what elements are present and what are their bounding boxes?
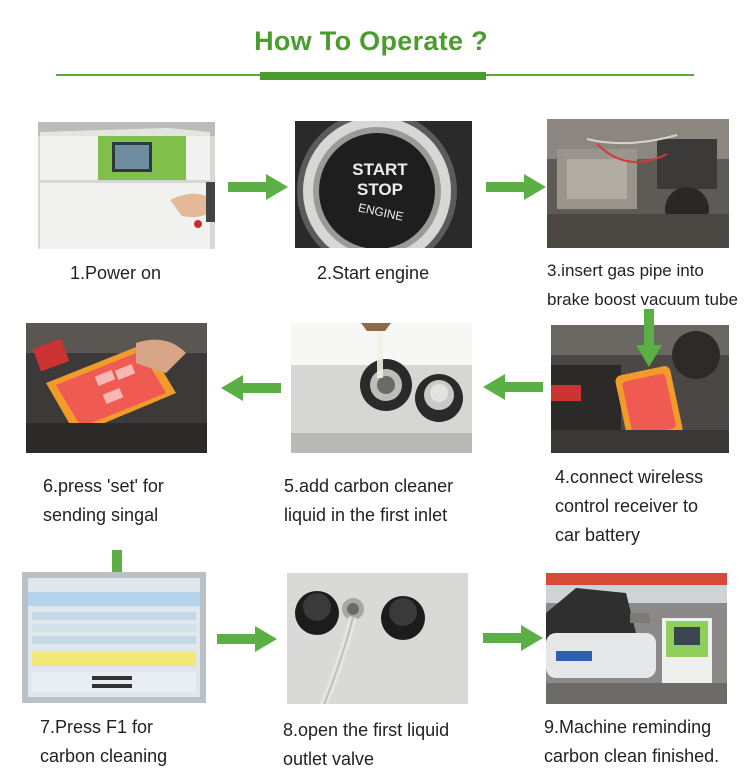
- step-caption: 9.Machine reminding carbon clean finishe…: [544, 717, 720, 766]
- photo-liquid-inlet: [291, 323, 472, 453]
- step-caption: 6.press 'set' for sending singal: [43, 476, 164, 525]
- arrow-right-icon: [486, 174, 546, 200]
- photo-power-on: [38, 122, 215, 249]
- step-caption: 8.open the first liquid outlet valve: [283, 720, 450, 769]
- step-caption: 4.connect wireless control receiver to c…: [555, 467, 704, 545]
- step-caption: 5.add carbon cleaner liquid in the first…: [284, 476, 454, 525]
- arrow-right-icon: [217, 626, 277, 652]
- arrow-right-icon: [228, 174, 288, 200]
- step-caption: 2.Start engine: [317, 263, 430, 283]
- photo-control-screen: [22, 572, 206, 703]
- button-start-text: START: [352, 160, 408, 179]
- arrow-left-icon: [483, 374, 543, 400]
- step-caption: 7.Press F1 for carbon cleaning: [40, 717, 168, 766]
- photo-outlet-valve: [287, 573, 468, 704]
- step-caption: 3.insert gas pipe into brake boost vacuu…: [547, 261, 738, 309]
- photo-remote: [26, 323, 207, 453]
- photo-start-engine: START STOP ENGINE: [295, 121, 472, 248]
- photo-car-finished: [546, 573, 727, 704]
- page-title: How To Operate ?: [254, 26, 488, 56]
- arrow-left-icon: [221, 375, 281, 401]
- arrow-right-icon: [483, 625, 543, 651]
- title-divider-accent: [260, 72, 486, 80]
- step-caption: 1.Power on: [70, 263, 162, 283]
- arrow-down-icon: [636, 309, 662, 367]
- button-stop-text: STOP: [357, 180, 403, 199]
- photo-battery-receiver: [551, 325, 729, 453]
- photo-engine-bay: [547, 119, 729, 248]
